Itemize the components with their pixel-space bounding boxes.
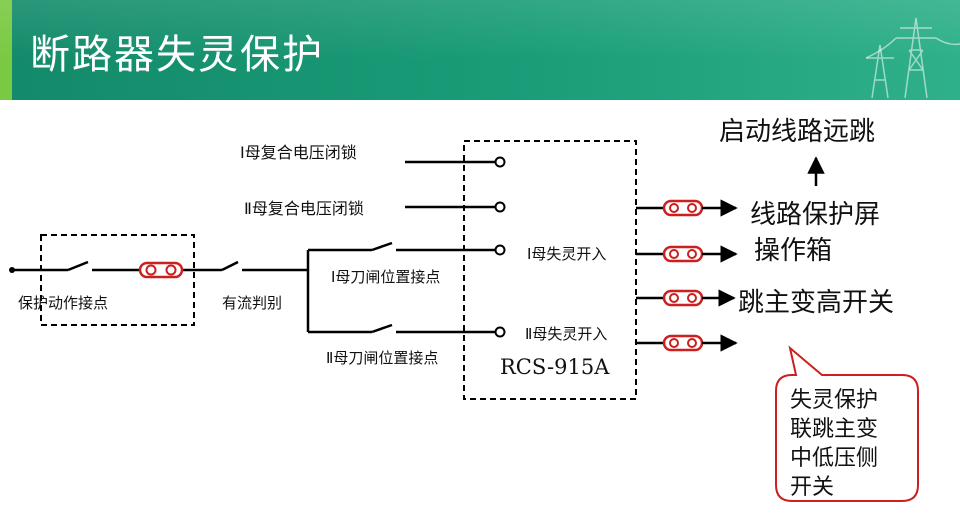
remote-trip-label: 启动线路远跳 [719, 117, 876, 147]
bus1-disconnector-label: Ⅰ母刀闸位置接点 [331, 268, 441, 286]
output-links [636, 199, 738, 352]
device-name-label: RCS-915A [500, 355, 610, 379]
header-accent-bar [0, 0, 12, 100]
bus1-failure-input-label: Ⅰ母失灵开入 [527, 245, 607, 263]
header-shine [0, 0, 960, 100]
output-link-operation-box [636, 245, 738, 263]
slide-header: 断路器失灵保护 [0, 0, 960, 100]
trip-main-hv-label: 跳主变高开关 [738, 288, 895, 318]
current-check-label: 有流判别 [222, 294, 283, 312]
callout-line-1: 失灵保护 [790, 388, 879, 413]
device-input-terminals [494, 156, 506, 338]
bus2-disconnector-label: Ⅱ母刀闸位置接点 [326, 349, 439, 367]
protection-box [40, 234, 195, 326]
output-link-main-mid-low [636, 334, 738, 352]
main-wire [12, 250, 310, 332]
power-tower-icon [865, 17, 960, 99]
callout-line-3: 中低压侧 [790, 446, 879, 471]
bus2-voltage-lock-label: Ⅱ母复合电压闭锁 [244, 199, 364, 218]
rcs-915a-box [463, 140, 637, 400]
bus2-failure-input-label: Ⅱ母失灵开入 [525, 325, 608, 343]
bus1-voltage-lock-label: Ⅰ母复合电压闭锁 [240, 143, 357, 162]
callout-line-2: 联跳主变 [790, 417, 879, 442]
operation-box-label: 操作箱 [754, 236, 833, 266]
slide-title: 断路器失灵保护 [30, 32, 324, 78]
callout-bubble [775, 345, 919, 502]
protection-link [138, 261, 184, 279]
callout-text: 失灵保护 联跳主变 中低压侧 开关 [790, 386, 915, 502]
protection-action-contact-label: 保护动作接点 [18, 294, 109, 312]
source-terminal [9, 267, 15, 273]
output-link-main-hv [636, 289, 736, 307]
output-link-line-panel [636, 199, 738, 217]
callout-line-4: 开关 [790, 475, 835, 500]
branch-wires [308, 160, 496, 334]
line-panel-label: 线路保护屏 [750, 200, 881, 230]
